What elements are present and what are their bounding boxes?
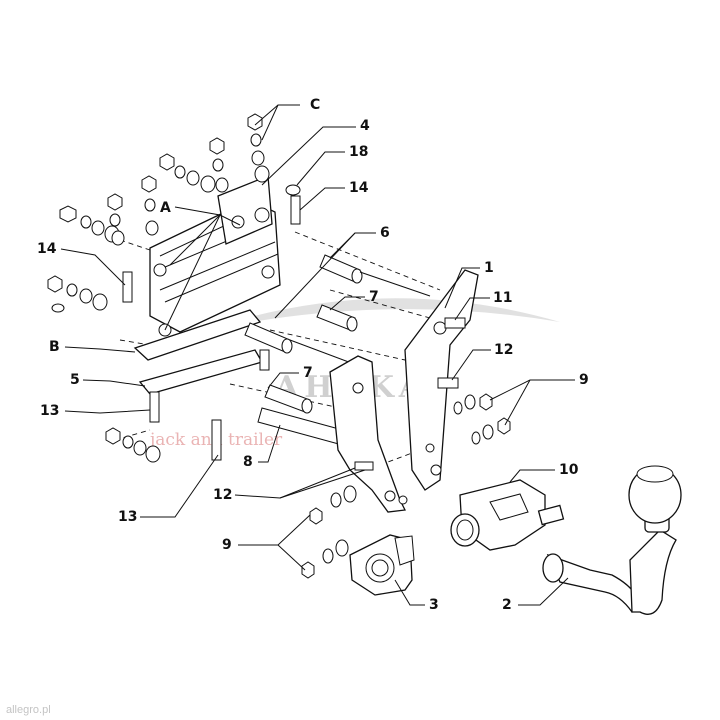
callout-7-lower: 7 [303, 365, 313, 381]
callout-11: 11 [493, 290, 512, 306]
callout-8: 8 [243, 454, 253, 470]
callout-12-right: 12 [494, 342, 513, 358]
callout-B: B [49, 339, 60, 355]
spacer-tubes [244, 254, 431, 448]
leader-lines [60, 104, 575, 606]
callout-13-upper: 13 [40, 403, 59, 419]
callout-6: 6 [380, 225, 390, 241]
tow-ball-arm [542, 465, 682, 615]
callout-18: 18 [349, 144, 368, 160]
washer-nut-stacks [47, 113, 301, 463]
callout-5: 5 [70, 372, 80, 388]
callout-7-upper: 7 [369, 289, 379, 305]
callout-A: A [160, 200, 171, 216]
callout-9-right: 9 [579, 372, 589, 388]
hitch-receiver [450, 479, 565, 551]
socket-plate [349, 534, 415, 596]
callout-9-lower: 9 [222, 537, 232, 553]
callout-10: 10 [559, 462, 579, 478]
mounting-frame [133, 175, 281, 395]
callout-1: 1 [484, 260, 494, 276]
callout-labels: C 4 18 14 A 6 14 1 7 11 12 B 9 5 7 10 13… [37, 97, 589, 613]
side-bolts [301, 317, 511, 579]
callout-12-lower: 12 [213, 487, 232, 503]
callout-14-left: 14 [37, 241, 57, 257]
footer-credit: allegro.pl [6, 704, 51, 716]
callout-13-lower: 13 [118, 509, 137, 525]
frame-bolts [122, 195, 301, 461]
callout-3: 3 [429, 597, 439, 613]
callout-4: 4 [360, 118, 370, 134]
callout-C: C [310, 97, 320, 113]
callout-14-top: 14 [349, 180, 369, 196]
callout-2: 2 [502, 597, 512, 613]
